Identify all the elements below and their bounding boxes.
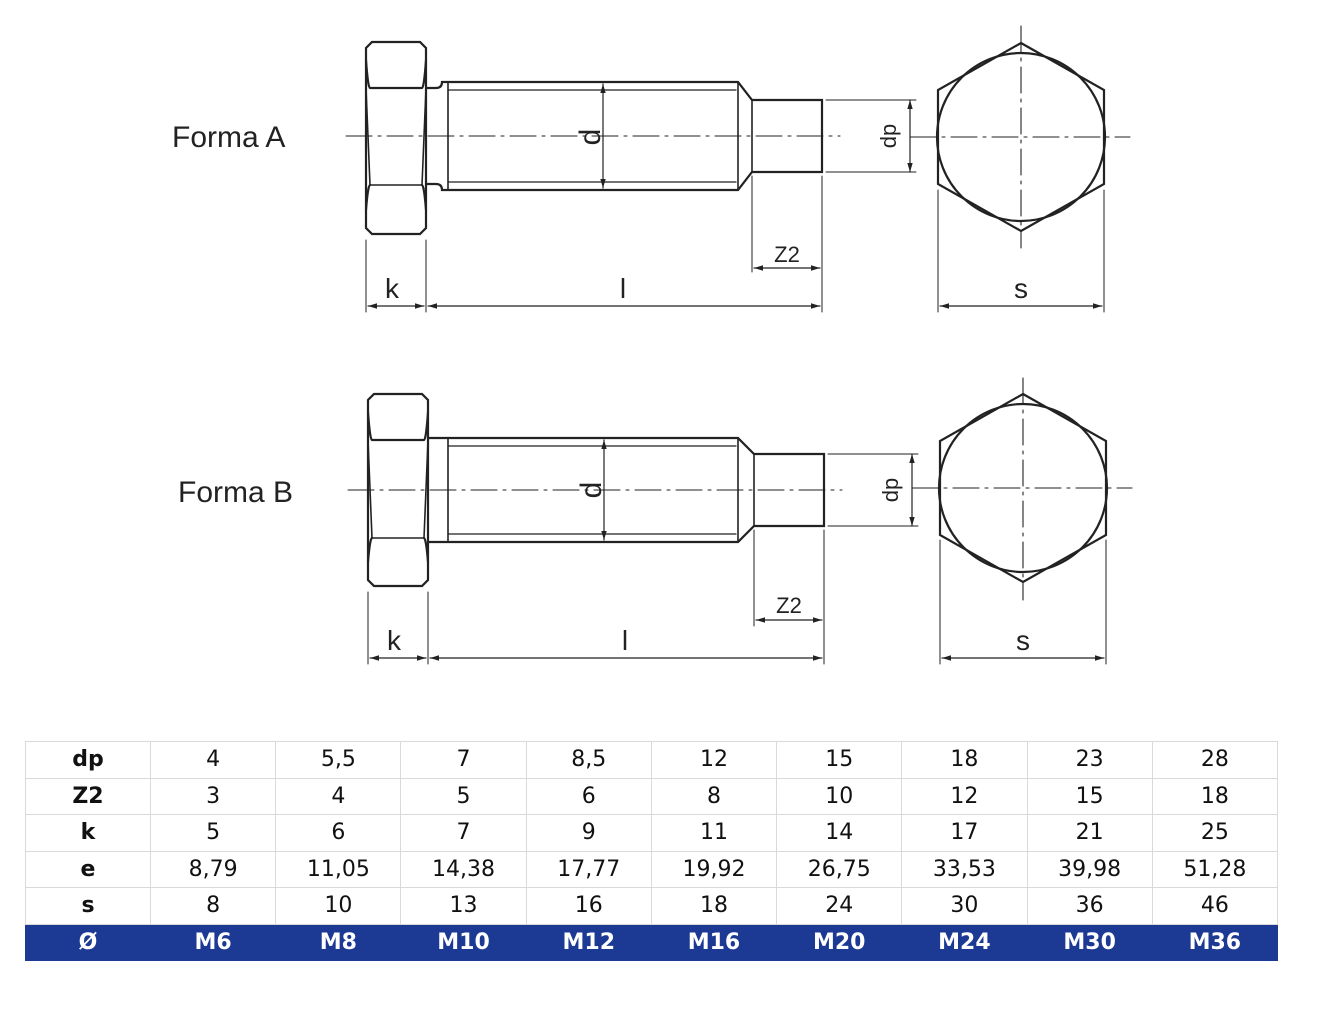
form-a-d-label: d: [574, 129, 607, 146]
table-cell: 36: [1026, 887, 1153, 925]
form-b-s-label: s: [1016, 625, 1030, 656]
table-cell: M24: [901, 923, 1028, 961]
table-cell: 13: [400, 887, 527, 925]
table-cell: 4: [149, 741, 277, 779]
form-b-d-label: d: [575, 482, 608, 499]
form-a-k-label: k: [385, 273, 400, 304]
table-cell: 6: [525, 777, 652, 815]
table-cell: 30: [901, 887, 1028, 925]
row-header: dp: [25, 741, 151, 779]
table-cell: 17: [901, 814, 1028, 852]
form-b-label: Forma B: [178, 476, 293, 509]
table-cell: 21: [1026, 814, 1153, 852]
table-cell: 25: [1151, 814, 1279, 852]
table-cell: 6: [275, 814, 402, 852]
table-cell: 5,5: [275, 741, 402, 779]
table-cell: 18: [650, 887, 778, 925]
table-cell: 5: [400, 777, 527, 815]
table-cell: 4: [275, 777, 402, 815]
table-cell: M10: [400, 923, 527, 961]
table-cell: 23: [1026, 741, 1153, 779]
row-header: k: [25, 814, 151, 852]
table-cell: 10: [776, 777, 903, 815]
form-a-label: Forma A: [172, 121, 285, 154]
table-cell: 8,5: [525, 741, 652, 779]
table-cell: 11: [650, 814, 778, 852]
table-cell: M12: [525, 923, 652, 961]
table-cell: M6: [149, 923, 277, 961]
table-cell: M30: [1026, 923, 1153, 961]
form-b-z2-label: Z2: [776, 593, 802, 618]
table-cell: 12: [901, 777, 1028, 815]
table-cell: 8: [650, 777, 778, 815]
table-cell: 9: [525, 814, 652, 852]
form-a-hex-end-view: [909, 25, 1131, 313]
row-header: Ø: [25, 923, 151, 961]
table-cell: 18: [1151, 777, 1279, 815]
table-cell: 8,79: [149, 850, 277, 888]
table-cell: 14,38: [400, 850, 527, 888]
table-cell: 7: [400, 741, 527, 779]
table-cell: 11,05: [275, 850, 402, 888]
table-cell: M20: [776, 923, 903, 961]
table-cell: 5: [149, 814, 277, 852]
table-cell: 10: [275, 887, 402, 925]
form-a-dp-label: dp: [876, 124, 901, 148]
form-a-s-label: s: [1014, 273, 1028, 304]
form-b-drawing: Forma B d dp Z2 k l: [178, 377, 1133, 665]
table-cell: 7: [400, 814, 527, 852]
table-cell: M16: [650, 923, 778, 961]
table-cell: M8: [275, 923, 402, 961]
table-cell: 16: [525, 887, 652, 925]
table-cell: 18: [901, 741, 1028, 779]
table-cell: 28: [1151, 741, 1279, 779]
table-cell: 51,28: [1151, 850, 1279, 888]
table-cell: 14: [776, 814, 903, 852]
form-b-dp-label: dp: [878, 478, 903, 502]
table-cell: 46: [1151, 887, 1279, 925]
bolt-technical-drawing: Forma A d dp Z2: [172, 25, 1133, 665]
form-a-z2-label: Z2: [774, 242, 800, 267]
table-cell: M36: [1151, 923, 1279, 961]
table-cell: 15: [776, 741, 903, 779]
form-b-k-label: k: [387, 625, 402, 656]
form-a-bolt-head: [364, 40, 428, 236]
table-cell: 15: [1026, 777, 1153, 815]
table-cell: 39,98: [1026, 850, 1153, 888]
table-cell: 24: [776, 887, 903, 925]
table-cell: 8: [149, 887, 277, 925]
table-cell: 17,77: [525, 850, 652, 888]
table-cell: 33,53: [901, 850, 1028, 888]
form-b-bolt-head: [366, 392, 430, 588]
row-header: e: [25, 850, 151, 888]
form-b-hex-end-view: [911, 377, 1133, 665]
form-a-l-label: l: [620, 273, 626, 304]
table-cell: 12: [650, 741, 778, 779]
row-header: s: [25, 887, 151, 925]
form-b-l-label: l: [622, 625, 628, 656]
table-cell: 19,92: [650, 850, 778, 888]
row-header: Z2: [25, 777, 151, 815]
table-cell: 26,75: [776, 850, 903, 888]
form-a-drawing: Forma A d dp Z2: [172, 25, 1131, 313]
table-cell: 3: [149, 777, 277, 815]
